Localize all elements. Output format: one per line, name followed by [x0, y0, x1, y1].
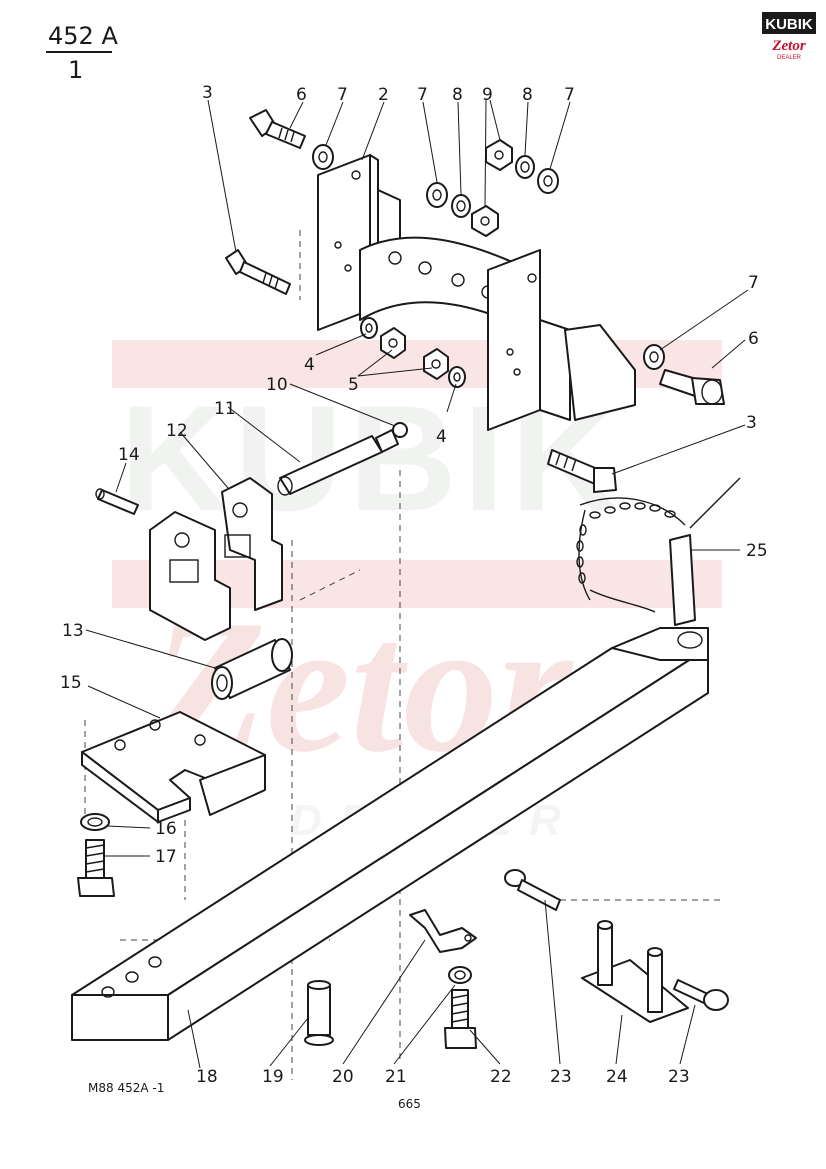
- part-19-pin: [304, 980, 334, 1046]
- callout-numbers: 3 6 7 2 7 8 9 8 7 4 5 4 7 6 3 10 11 12 1…: [60, 83, 768, 1087]
- callout-23-left: 23: [550, 1067, 572, 1087]
- part-21-washer: [448, 966, 472, 984]
- brand-logo-tag: DEALER: [777, 55, 802, 61]
- callout-22: 22: [490, 1067, 512, 1087]
- part-23-ring-pin-left: [504, 869, 561, 911]
- leader-lines: [85, 99, 749, 1069]
- callout-23-right: 23: [668, 1067, 690, 1087]
- part-14-spring-pin: [95, 488, 139, 515]
- part-6-bolt-top: [249, 109, 306, 149]
- page-index-text: 1: [68, 56, 83, 84]
- callout-21: 21: [385, 1067, 407, 1087]
- part-12-clevis: [149, 477, 283, 641]
- part-25-pin-chain: [576, 477, 741, 626]
- page-code: 452 A 1: [46, 22, 118, 84]
- part-22-bolt: [444, 989, 477, 1049]
- callout-2: 2: [378, 85, 389, 105]
- page-number: 665: [398, 1097, 421, 1111]
- callout-3-top: 3: [202, 83, 213, 103]
- part-23-ring-pin-right: [673, 979, 729, 1011]
- callout-8-left: 8: [452, 85, 463, 105]
- part-24-pin-plate: [581, 920, 689, 1023]
- part-16-washer: [80, 813, 110, 831]
- part-6-bolt-right: [659, 369, 725, 405]
- callout-10: 10: [266, 375, 288, 395]
- callout-4-right: 4: [436, 427, 447, 447]
- part-13-bushing: [211, 638, 293, 700]
- callout-7-top-mid: 7: [417, 85, 428, 105]
- part-2-bracket: [317, 154, 636, 431]
- page-code-text: 452 A: [48, 22, 118, 50]
- callout-7-top-left: 7: [337, 85, 348, 105]
- brand-logo-box: [762, 12, 816, 34]
- part-17-bolt: [77, 839, 115, 897]
- callout-9: 9: [482, 85, 493, 105]
- part-11-pin: [277, 422, 408, 496]
- brand-logo-top: KUBIK: [765, 16, 813, 33]
- callout-13: 13: [62, 621, 84, 641]
- callout-3-right: 3: [746, 413, 757, 433]
- callout-17: 17: [155, 847, 177, 867]
- callout-18: 18: [196, 1067, 218, 1087]
- callout-20: 20: [332, 1067, 354, 1087]
- callout-24: 24: [606, 1067, 628, 1087]
- callout-25: 25: [746, 541, 768, 561]
- callout-5: 5: [348, 375, 359, 395]
- part-18-drawbar: [71, 627, 709, 1041]
- part-3-bolt-left: [225, 249, 291, 295]
- part-3-bolt-right: [547, 449, 617, 493]
- callout-6-top: 6: [296, 85, 307, 105]
- drawing-reference: M88 452A -1: [88, 1081, 164, 1095]
- callout-7-right: 7: [748, 273, 759, 293]
- callout-11: 11: [214, 399, 236, 419]
- callout-16: 16: [155, 819, 177, 839]
- callout-19: 19: [262, 1067, 284, 1087]
- washers-and-nuts: [312, 139, 665, 388]
- callout-14: 14: [118, 445, 140, 465]
- part-20-clip: [409, 909, 477, 953]
- brand-logo: KUBIK Zetor DEALER: [762, 12, 816, 61]
- callout-6-right: 6: [748, 329, 759, 349]
- callout-7-top-right: 7: [564, 85, 575, 105]
- callout-8-right: 8: [522, 85, 533, 105]
- callout-4-left: 4: [304, 355, 315, 375]
- part-15-plate: [81, 711, 266, 823]
- callout-15: 15: [60, 673, 82, 693]
- callout-12: 12: [166, 421, 188, 441]
- brand-logo-bottom: Zetor: [771, 38, 805, 54]
